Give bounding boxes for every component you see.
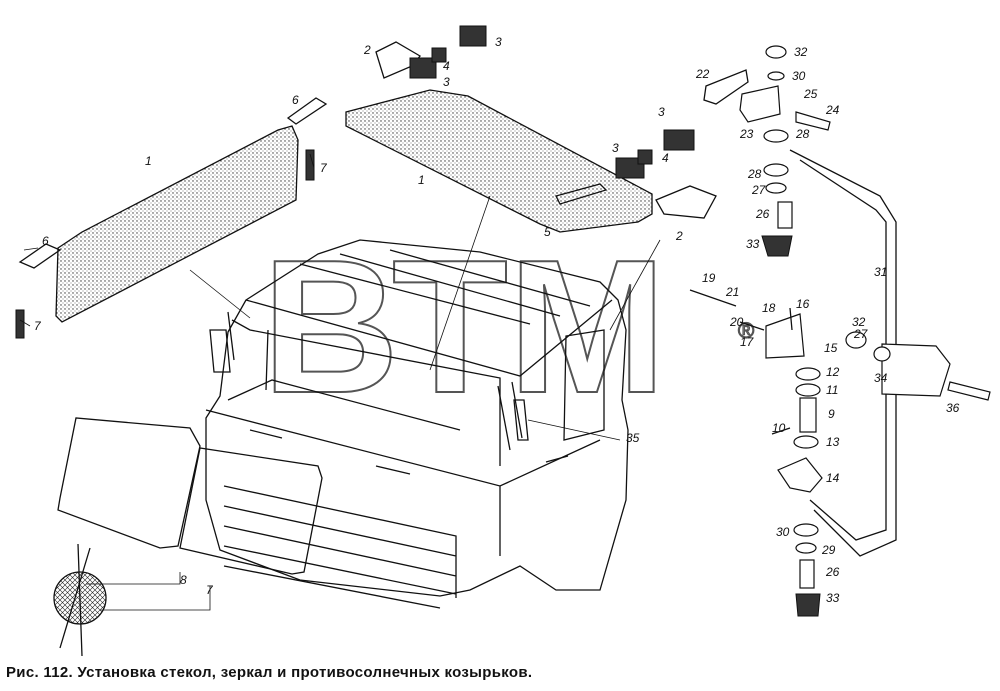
callout-label: 20 [729, 315, 744, 329]
callout-label: 27 [751, 183, 767, 197]
left-sun-visor [15, 97, 328, 339]
callout-label: 7 [34, 319, 42, 333]
mirror-mount-assembly [689, 45, 991, 617]
watermark: ВТМ ® [261, 220, 755, 434]
callout-label: 4 [443, 59, 450, 73]
callout-label: 25 [803, 87, 818, 101]
callout-label: 3 [612, 141, 619, 155]
windshield-panes [57, 417, 323, 575]
callout-label: 6 [292, 93, 299, 107]
callout-label: 23 [739, 127, 754, 141]
callout-label: 32 [852, 315, 866, 329]
callout-label: 26 [755, 207, 770, 221]
figure-caption: Рис. 112. Установка стекол, зеркал и про… [6, 664, 533, 681]
callout-label: 1 [418, 173, 425, 187]
leader-lines [19, 153, 661, 441]
callout-label: 6 [42, 234, 49, 248]
callout-label: 32 [794, 45, 808, 59]
callout-label: 26 [825, 565, 840, 579]
callout-label: 4 [662, 151, 669, 165]
callout-label: 3 [658, 105, 665, 119]
callout-label: 9 [828, 407, 835, 421]
callout-label: 2 [675, 229, 683, 243]
callout-label: 15 [824, 341, 838, 355]
watermark-text: ВТМ [262, 221, 666, 433]
callout-label: 14 [826, 471, 840, 485]
callout-label: 2 [363, 43, 371, 57]
callout-label: 29 [821, 543, 836, 557]
callout-label: 7 [320, 161, 328, 175]
callout-label: 19 [702, 271, 716, 285]
callout-label: 10 [772, 421, 786, 435]
seal-section-detail [53, 543, 211, 657]
watermark-registered-mark: ® [738, 318, 754, 343]
truck-cab [205, 239, 629, 609]
callout-labels: 1 1 2 2 3 3 3 3 4 4 5 6 6 7 7 7 8 9 10 1… [34, 35, 960, 605]
callout-label: 18 [762, 301, 776, 315]
callout-label: 33 [826, 591, 840, 605]
callout-label: 11 [826, 383, 838, 397]
callout-label: 5 [544, 225, 551, 239]
callout-label: 16 [796, 297, 810, 311]
callout-label: 27 [853, 327, 869, 341]
callout-label: 24 [825, 103, 840, 117]
callout-label: 31 [874, 265, 887, 279]
callout-label: 21 [725, 285, 739, 299]
callout-label: 12 [826, 365, 840, 379]
callout-label: 28 [795, 127, 810, 141]
callout-label: 22 [695, 67, 710, 81]
callout-label: 1 [145, 154, 152, 168]
callout-label: 30 [776, 525, 790, 539]
callout-label: 13 [826, 435, 840, 449]
callout-label: 35 [626, 431, 640, 445]
callout-label: 3 [443, 75, 450, 89]
callout-label: 3 [495, 35, 502, 49]
callout-label: 7 [206, 583, 214, 597]
callout-label: 33 [746, 237, 760, 251]
callout-label: 34 [874, 371, 888, 385]
callout-label: 30 [792, 69, 806, 83]
callout-label: 8 [180, 573, 187, 587]
callout-label: 17 [740, 335, 755, 349]
top-sun-visor [345, 25, 717, 233]
callout-label: 36 [946, 401, 960, 415]
callout-label: 28 [747, 167, 762, 181]
